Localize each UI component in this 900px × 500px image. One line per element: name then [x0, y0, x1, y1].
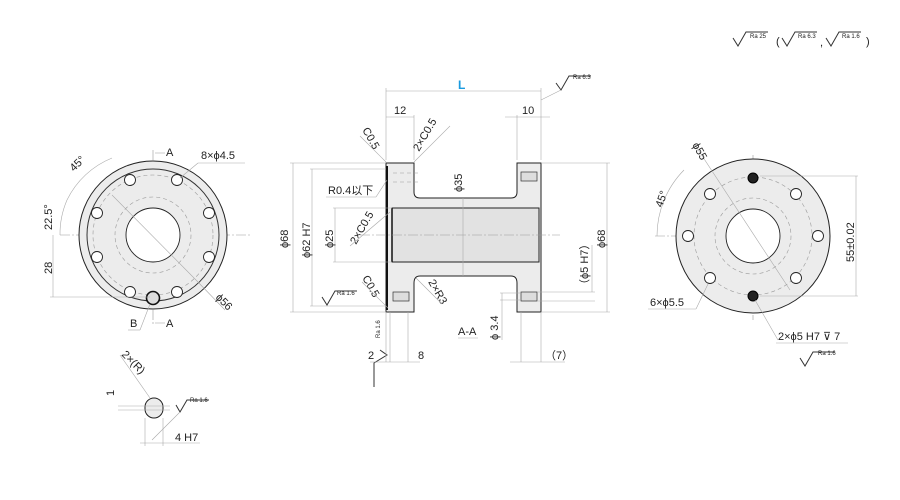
chamfer-callout: 2×C0.5 [411, 117, 439, 154]
angle-dim: 45° [654, 189, 671, 209]
radius-callout: 2×(R) [119, 349, 147, 377]
dowel-callout: 2×ϕ5 H7 ⊽ 7 [778, 331, 840, 343]
dim-28: 28 [43, 262, 55, 274]
pcd-dim: ϕ55 [689, 141, 709, 163]
left-end-view: A A 8×ϕ4.5 45° 22.5° 28 ϕ56 B [43, 147, 250, 331]
dia-35: ϕ35 [453, 174, 465, 192]
roughness: Ra 1.6 [818, 351, 836, 357]
angle-dim: 22.5° [43, 204, 55, 230]
dim-7: （7） [545, 349, 573, 362]
bolt-holes [91, 174, 215, 306]
roughness-symbol-icon [373, 349, 388, 387]
length-l: L [458, 78, 465, 92]
dia-5-h7: （ϕ5 H7） [578, 239, 591, 290]
radius-callout: 2×R3 [425, 278, 449, 307]
dim-12: 12 [394, 105, 406, 117]
mounting-holes [682, 172, 824, 302]
radius-callout: R0.4以下 [328, 185, 373, 197]
roughness-symbol-icon [732, 31, 768, 47]
roughness: Ra 1.6 [190, 398, 208, 404]
surface-roughness-legend: Ra 25 ( Ra 6.3 , Ra 1.6 ) [732, 31, 870, 49]
chamfer-callout: C0.5 [359, 274, 381, 300]
paren: ) [866, 36, 870, 48]
width-dim: 4 H7 [175, 432, 198, 444]
roughness: Ra 1.6 [337, 291, 355, 297]
roughness-main: Ra 25 [750, 34, 767, 40]
angle-dim: 45° [68, 154, 88, 174]
section-mark: A [166, 147, 174, 159]
dia-3-4: ϕ 3.4 [489, 315, 501, 340]
comma: , [820, 37, 823, 49]
detail-ref: B [130, 318, 137, 330]
section-label: A-A [458, 326, 477, 338]
section-view-a-a: L 12 10 Ra 6.3 C0.5 2×C0.5 R0.4以下 ϕ35 2×… [279, 75, 610, 387]
holes-callout: 6×ϕ5.5 [650, 297, 684, 309]
dim-10: 10 [522, 105, 534, 117]
dia-68: ϕ68 [279, 230, 291, 248]
roughness-symbol-icon [781, 31, 817, 47]
dim-8: 8 [418, 350, 424, 362]
detail-b: 1 2×(R) 4 H7 Ra 1.6 [105, 349, 209, 446]
dim-1: 1 [105, 390, 117, 396]
dim-2: 2 [368, 350, 374, 362]
holes-callout: 8×ϕ4.5 [201, 150, 235, 162]
section-mark: A [166, 318, 174, 330]
roughness-symbol-icon [175, 399, 209, 413]
roughness: Ra 1.6 [376, 320, 382, 338]
dia-68: ϕ68 [596, 230, 608, 248]
dia-62-h7: ϕ62 H7 [301, 222, 313, 258]
roughness-alt2: Ra 1.6 [842, 34, 860, 40]
right-end-view: ϕ55 45° 55±0.02 6×ϕ5.5 2×ϕ5 H7 ⊽ 7 Ra 1.… [648, 141, 858, 367]
pcd-dim: ϕ56 [213, 292, 235, 314]
paren: ( [776, 36, 780, 48]
roughness-symbol-icon [799, 351, 835, 367]
dia-25: ϕ25 [324, 230, 336, 248]
roughness-symbol-icon [825, 31, 861, 47]
roughness-symbol-icon [555, 75, 591, 91]
roughness-symbol-icon [321, 290, 357, 306]
roughness-alt1: Ra 6.3 [798, 34, 816, 40]
dim-55: 55±0.02 [845, 222, 857, 262]
roughness: Ra 6.3 [573, 75, 591, 81]
chamfer-callout: 2×C0.5 [348, 210, 376, 247]
